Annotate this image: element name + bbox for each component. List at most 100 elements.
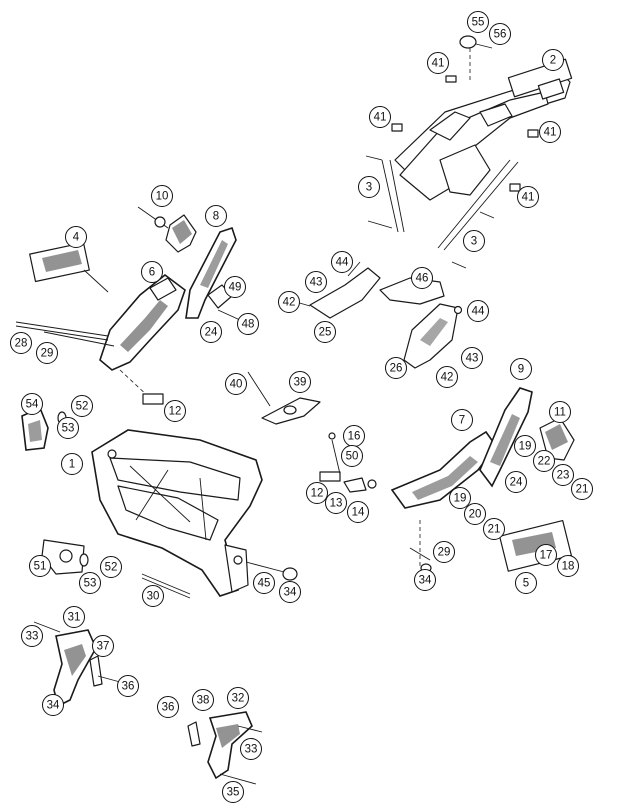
callout-18: 18 xyxy=(557,555,579,577)
callout-9: 9 xyxy=(510,358,532,380)
callout-label: 3 xyxy=(366,182,372,194)
callout-36: 36 xyxy=(157,696,179,718)
callout-56: 56 xyxy=(489,23,511,45)
rubber-pads-41 xyxy=(391,75,539,192)
callout-24: 24 xyxy=(505,471,527,493)
callout-41: 41 xyxy=(517,186,539,208)
callout-53: 53 xyxy=(79,572,101,594)
callout-25: 25 xyxy=(314,321,336,343)
callout-7: 7 xyxy=(451,409,473,431)
callout-37: 37 xyxy=(92,635,114,657)
callout-43: 43 xyxy=(305,271,327,293)
callout-label: 41 xyxy=(374,112,387,124)
callout-bubble xyxy=(535,544,557,566)
callout-label: 50 xyxy=(346,451,359,463)
callout-46: 46 xyxy=(411,267,433,289)
callout-label: 56 xyxy=(494,29,507,41)
callout-21: 21 xyxy=(483,518,505,540)
callout-bubble xyxy=(483,518,505,540)
callout-bubble xyxy=(306,482,328,504)
callout-bubble xyxy=(489,23,511,45)
callout-42: 42 xyxy=(278,291,300,313)
callout-bubble xyxy=(427,52,449,74)
callout-bubble xyxy=(42,694,64,716)
callout-label: 17 xyxy=(540,550,553,562)
callout-bubble xyxy=(71,395,93,417)
callout-bubble xyxy=(514,435,536,457)
callout-55: 55 xyxy=(467,11,489,33)
callout-bubble xyxy=(467,300,489,322)
callout-bubble xyxy=(225,373,247,395)
callout-30: 30 xyxy=(142,585,164,607)
callout-2: 2 xyxy=(542,49,564,71)
callout-bubble xyxy=(449,487,471,509)
callout-bubble xyxy=(539,121,561,143)
nut-45 xyxy=(245,561,298,581)
callout-label: 31 xyxy=(68,612,81,624)
bracket-31 xyxy=(33,621,121,708)
bracket-26 xyxy=(403,303,463,369)
callout-bubble xyxy=(289,371,311,393)
callout-35: 35 xyxy=(222,781,244,803)
callout-44: 44 xyxy=(331,251,353,273)
callout-41: 41 xyxy=(369,106,391,128)
callout-label: 29 xyxy=(438,547,451,559)
callout-41: 41 xyxy=(427,52,449,74)
callout-51: 51 xyxy=(29,555,51,577)
callout-34: 34 xyxy=(42,694,64,716)
hanger-13-14 xyxy=(319,471,377,493)
callout-4: 4 xyxy=(65,226,87,248)
callout-label: 12 xyxy=(169,406,182,418)
callout-29: 29 xyxy=(36,342,58,364)
callout-31: 31 xyxy=(63,606,85,628)
callout-20: 20 xyxy=(464,503,486,525)
callout-bubble xyxy=(224,276,246,298)
callout-bubble xyxy=(463,230,485,252)
callout-14: 14 xyxy=(347,501,369,523)
callout-bubble xyxy=(467,11,489,33)
callout-label: 51 xyxy=(34,561,47,573)
callout-32: 32 xyxy=(227,687,249,709)
callout-label: 28 xyxy=(15,338,28,350)
bolts-3 xyxy=(365,155,495,269)
callout-bubble xyxy=(515,572,537,594)
callout-label: 3 xyxy=(471,236,477,248)
callout-label: 18 xyxy=(562,561,575,573)
callout-bubble xyxy=(331,251,353,273)
bracket-54 xyxy=(21,406,49,451)
callout-label: 48 xyxy=(242,319,255,331)
callout-49: 49 xyxy=(224,276,246,298)
callout-label: 6 xyxy=(149,267,155,279)
callout-label: 44 xyxy=(336,257,349,269)
callout-bubble xyxy=(314,321,336,343)
callout-13: 13 xyxy=(325,492,347,514)
left-pillion-peg-4 xyxy=(29,242,109,293)
callout-label: 13 xyxy=(330,498,343,510)
callout-bubble xyxy=(542,49,564,71)
callout-label: 2 xyxy=(550,55,556,67)
callout-bubble xyxy=(464,503,486,525)
callout-label: 7 xyxy=(459,415,465,427)
callout-label: 37 xyxy=(97,641,110,653)
callout-bubble xyxy=(279,581,301,603)
callout-41: 41 xyxy=(539,121,561,143)
callout-26: 26 xyxy=(385,357,407,379)
callout-bubble xyxy=(358,176,380,198)
bracket-32 xyxy=(187,711,263,785)
callout-22: 22 xyxy=(533,450,555,472)
callout-label: 19 xyxy=(519,441,532,453)
callout-label: 55 xyxy=(472,17,485,29)
callout-48: 48 xyxy=(237,313,259,335)
callout-label: 24 xyxy=(205,327,218,339)
callout-bubble xyxy=(29,555,51,577)
callout-11: 11 xyxy=(549,401,571,423)
callout-10: 10 xyxy=(151,185,173,207)
callout-bubble xyxy=(341,445,363,467)
callout-52: 52 xyxy=(100,556,122,578)
callout-bubble xyxy=(253,572,275,594)
callout-bubble xyxy=(461,347,483,369)
callout-39: 39 xyxy=(289,371,311,393)
callout-34: 34 xyxy=(414,569,436,591)
callout-17: 17 xyxy=(535,544,557,566)
callout-label: 19 xyxy=(454,493,467,505)
